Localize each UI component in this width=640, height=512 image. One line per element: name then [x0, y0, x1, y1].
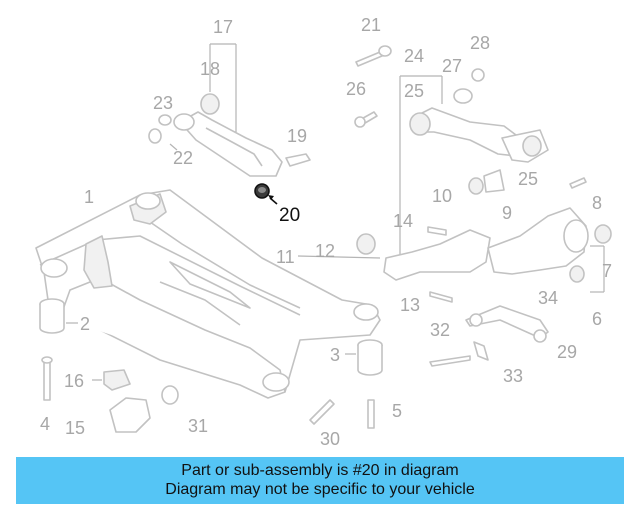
callout-20: 20 [279, 205, 300, 226]
callout-4: 4 [40, 414, 50, 434]
link-29 [429, 291, 549, 367]
callout-7: 7 [602, 261, 612, 281]
callout-9: 9 [502, 203, 512, 223]
callout-3: 3 [330, 345, 340, 365]
callout-5: 5 [392, 401, 402, 421]
callout-13: 13 [400, 295, 420, 315]
callout-19: 19 [287, 126, 307, 146]
callout-1: 1 [84, 187, 94, 207]
callout-25a: 25 [404, 81, 424, 101]
bushing-3 [345, 339, 383, 376]
callout-2: 2 [80, 314, 90, 334]
callout-12: 12 [315, 241, 335, 261]
callout-14: 14 [393, 211, 413, 231]
subframe [35, 189, 381, 399]
callout-18: 18 [200, 59, 220, 79]
callout-6: 6 [592, 309, 602, 329]
callout-23: 23 [153, 93, 173, 113]
banner-line-1: Part or sub-assembly is #20 in diagram [181, 462, 459, 479]
bolt-26 [354, 111, 378, 128]
callout-28: 28 [470, 33, 490, 53]
banner-line-2: Diagram may not be specific to your vehi… [165, 481, 475, 498]
vehicle-fit-banner: Part or sub-assembly is #20 in diagram D… [16, 457, 624, 504]
bolt-21 [355, 45, 392, 67]
callout-labels: 1 2 3 4 5 6 7 8 9 10 11 12 13 14 15 16 1… [40, 15, 612, 449]
callout-24: 24 [404, 46, 424, 66]
callout-8: 8 [592, 193, 602, 213]
parts-diagram: 1 2 3 4 5 6 7 8 9 10 11 12 13 14 15 16 1… [35, 15, 612, 449]
upper-arm-11 [297, 226, 491, 281]
callout-22: 22 [173, 148, 193, 168]
callout-31: 31 [188, 416, 208, 436]
callout-15: 15 [65, 418, 85, 438]
small-parts [41, 356, 375, 433]
callout-11: 11 [276, 247, 295, 267]
callout-30: 30 [320, 429, 340, 449]
callout-17: 17 [213, 17, 233, 37]
callout-27: 27 [442, 56, 462, 76]
knuckle [468, 169, 612, 293]
callout-25b: 25 [518, 169, 538, 189]
upper-arm-24 [399, 68, 549, 270]
bushing-2 [39, 298, 78, 334]
callout-21: 21 [361, 15, 381, 35]
highlighted-part-20[interactable] [254, 183, 278, 205]
control-arm-17 [148, 43, 311, 177]
callout-10: 10 [432, 186, 452, 206]
callout-16: 16 [64, 371, 84, 391]
callout-26: 26 [346, 79, 366, 99]
callout-33: 33 [503, 366, 523, 386]
callout-32: 32 [430, 320, 450, 340]
callout-34: 34 [538, 288, 558, 308]
callout-29: 29 [557, 342, 577, 362]
